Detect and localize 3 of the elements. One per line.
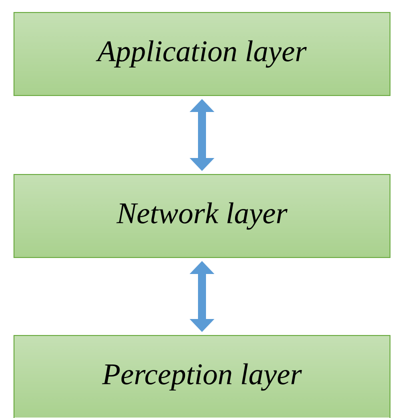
layer-box: Network layer (14, 174, 390, 258)
layer-box: Application layer (14, 12, 390, 96)
layer-box: Perception layer (14, 335, 390, 418)
